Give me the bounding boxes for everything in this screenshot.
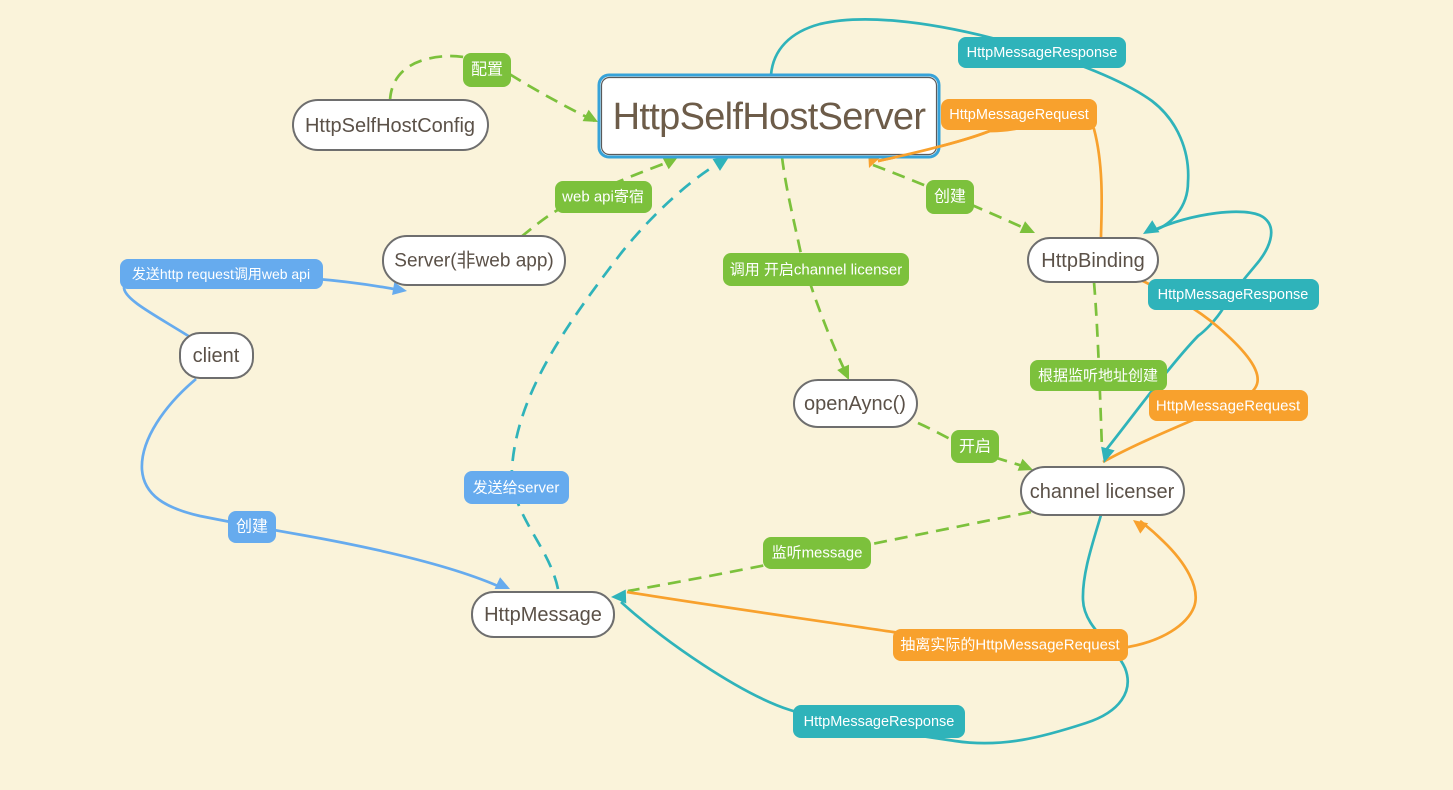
svg-text:调用 开启channel licenser: 调用 开启channel licenser — [730, 262, 903, 279]
svg-text:HttpSelfHostConfig: HttpSelfHostConfig — [305, 115, 475, 137]
svg-text:Server(非web app): Server(非web app) — [394, 250, 553, 272]
svg-text:web api寄宿: web api寄宿 — [561, 188, 644, 206]
svg-text:HttpMessage: HttpMessage — [484, 604, 602, 626]
svg-text:发送给server: 发送给server — [473, 480, 560, 497]
svg-text:根据监听地址创建: 根据监听地址创建 — [1038, 368, 1158, 385]
svg-text:创建: 创建 — [934, 188, 966, 206]
svg-text:配置: 配置 — [471, 61, 503, 79]
svg-text:HttpMessageRequest: HttpMessageRequest — [949, 107, 1088, 123]
svg-text:监听message: 监听message — [772, 545, 863, 562]
svg-text:创建: 创建 — [236, 518, 268, 536]
svg-text:HttpBinding: HttpBinding — [1041, 250, 1144, 272]
svg-text:HttpMessageResponse: HttpMessageResponse — [967, 45, 1118, 61]
svg-text:发送http request调用web api: 发送http request调用web api — [132, 266, 310, 282]
svg-text:HttpSelfHostServer: HttpSelfHostServer — [613, 96, 927, 138]
svg-text:抽离实际的HttpMessageRequest: 抽离实际的HttpMessageRequest — [900, 637, 1120, 654]
svg-text:channel licenser: channel licenser — [1030, 481, 1175, 503]
svg-text:HttpMessageRequest: HttpMessageRequest — [1156, 398, 1301, 415]
svg-text:HttpMessageResponse: HttpMessageResponse — [804, 714, 955, 730]
svg-text:openAync(): openAync() — [804, 393, 906, 415]
svg-text:开启: 开启 — [959, 438, 991, 456]
svg-text:HttpMessageResponse: HttpMessageResponse — [1158, 287, 1309, 303]
svg-text:client: client — [193, 345, 240, 367]
